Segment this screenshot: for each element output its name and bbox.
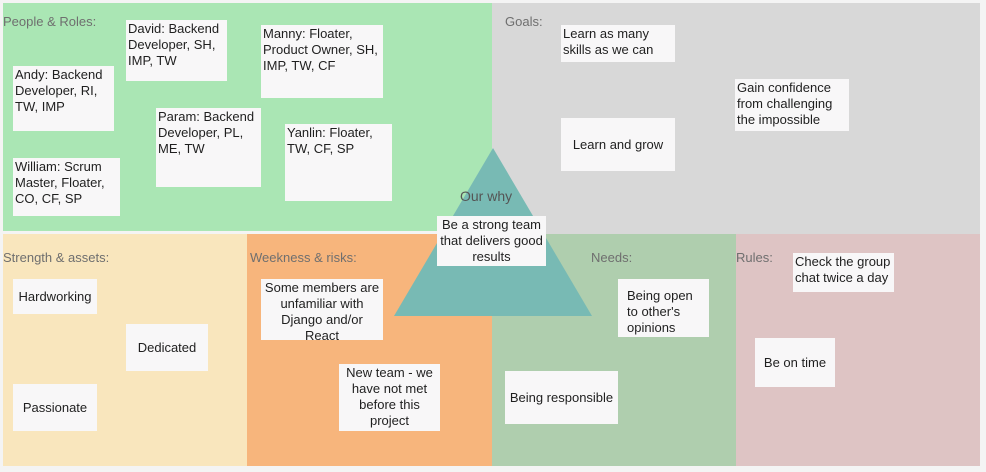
section-label: Weekness & risks: — [250, 250, 357, 265]
sticky-note-andy[interactable]: Andy: Backend Developer, RI, TW, IMP — [13, 66, 114, 131]
section-label: Goals: — [505, 14, 543, 29]
sticky-note-yanlin[interactable]: Yanlin: Floater, TW, CF, SP — [285, 124, 392, 201]
sticky-note-param[interactable]: Param: Backend Developer, PL, ME, TW — [156, 108, 261, 187]
sticky-note-strength[interactable]: Passionate — [13, 384, 97, 431]
sticky-note-william[interactable]: William: Scrum Master, Floater, CO, CF, … — [13, 158, 120, 216]
section-strengths: Strength & assets: — [3, 234, 247, 466]
sticky-note-david[interactable]: David: Backend Developer, SH, IMP, TW — [126, 20, 227, 81]
sticky-note-goal[interactable]: Learn as many skills as we can — [561, 25, 675, 62]
section-label: Rules: — [736, 250, 773, 265]
sticky-note-strength[interactable]: Hardworking — [13, 279, 97, 314]
sticky-note-manny[interactable]: Manny: Floater, Product Owner, SH, IMP, … — [261, 25, 383, 98]
sticky-note-weakness[interactable]: New team - we have not met before this p… — [339, 364, 440, 431]
sticky-note-goal[interactable]: Gain confidence from challenging the imp… — [735, 79, 849, 131]
sticky-note-weakness[interactable]: Some members are unfamiliar with Django … — [264, 280, 380, 343]
section-label: Strength & assets: — [3, 250, 110, 265]
section-label: Needs: — [591, 250, 633, 265]
sticky-note-rule[interactable]: Check the group chat twice a day — [793, 253, 894, 292]
sticky-note-weakness-bg — [261, 279, 383, 340]
sticky-note-need[interactable]: Being responsible — [505, 371, 618, 424]
why-label: Our why — [460, 188, 513, 204]
sticky-note-goal[interactable]: Learn and grow — [561, 118, 675, 171]
why-statement-note[interactable]: Be a strong team that delivers good resu… — [437, 216, 546, 266]
section-label: People & Roles: — [3, 14, 97, 29]
sticky-note-strength[interactable]: Dedicated — [126, 324, 208, 371]
sticky-note-need[interactable]: Being open to other's opinions — [618, 279, 709, 337]
sticky-note-rule[interactable]: Be on time — [755, 338, 835, 387]
